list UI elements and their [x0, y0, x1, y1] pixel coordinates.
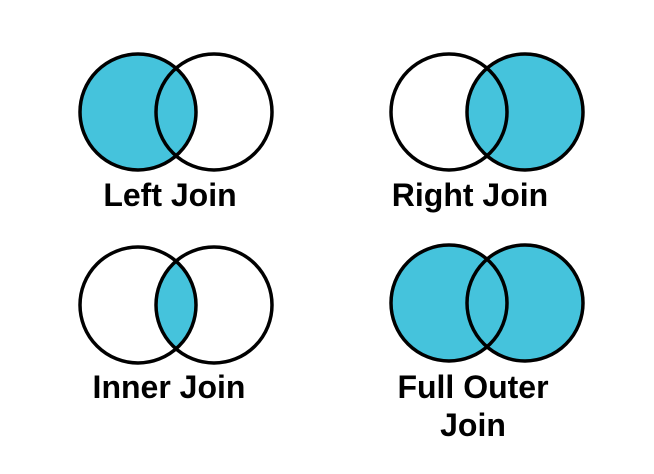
venn-left-join: [78, 52, 274, 172]
label-left-join: Left Join: [103, 177, 237, 213]
label-full-outer-join: Full Outer Join: [397, 369, 549, 443]
venn-full-outer-join: [389, 243, 585, 363]
venn-inner-join: [78, 245, 274, 365]
label-right-join: Right Join: [391, 177, 549, 213]
label-inner-join: Inner Join: [92, 369, 246, 405]
venn-right-join: [389, 52, 585, 172]
